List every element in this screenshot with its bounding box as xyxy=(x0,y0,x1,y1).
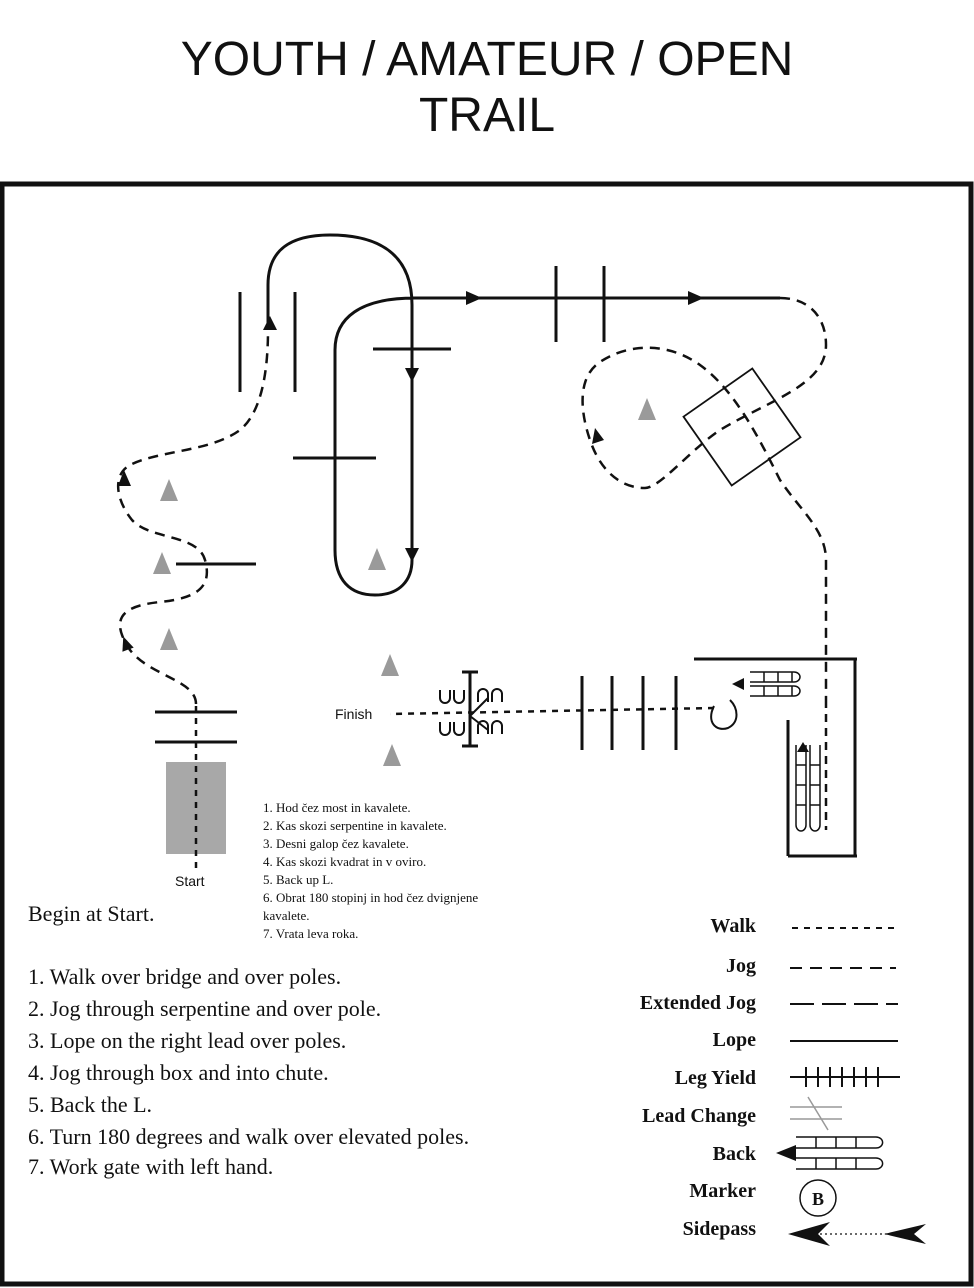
cone-icon xyxy=(160,628,178,650)
lead-change-symbol xyxy=(790,1096,842,1131)
slovene-step: 4. Kas skozi kvadrat in v oviro. xyxy=(263,854,426,869)
slovene-step: 3. Desni galop čez kavalete. xyxy=(263,836,409,851)
begin-text: Begin at Start. xyxy=(28,901,154,926)
title-line-1: YOUTH / AMATEUR / OPEN xyxy=(180,33,794,86)
arrow-icon xyxy=(122,636,134,652)
slovene-instructions: 1. Hod čez most in kavalete. 2. Kas skoz… xyxy=(263,800,478,941)
box-obstacle xyxy=(682,367,802,487)
title-line-2: TRAIL xyxy=(418,89,556,142)
legend-lope-label: Lope xyxy=(713,1029,756,1051)
slovene-step: kavalete. xyxy=(263,908,310,923)
marker-symbol xyxy=(799,1179,837,1217)
english-step: 1. Walk over bridge and over poles. xyxy=(28,964,341,989)
english-step: 4. Jog through box and into chute. xyxy=(28,1060,329,1085)
finish-label: Finish xyxy=(335,706,372,722)
legend: Walk Jog Extended Jog Lope Leg Yield Lea… xyxy=(640,915,757,1240)
arrow-icon xyxy=(263,316,277,330)
legend-leg-yield-label: Leg Yield xyxy=(675,1067,756,1089)
gate-obstacle xyxy=(439,670,503,748)
cone-icon xyxy=(638,398,656,420)
english-step: 7. Work gate with left hand. xyxy=(28,1154,273,1179)
english-instructions: 1. Walk over bridge and over poles. 2. J… xyxy=(28,964,469,1179)
start-label: Start xyxy=(175,873,205,889)
cone-icon xyxy=(153,552,171,574)
legend-extended-jog-label: Extended Jog xyxy=(640,992,756,1014)
arrow-icon xyxy=(466,291,482,305)
cone-icon xyxy=(381,654,399,676)
english-step: 2. Jog through serpentine and over pole. xyxy=(28,996,381,1021)
legend-sidepass-label: Sidepass xyxy=(683,1218,757,1240)
legend-symbols xyxy=(776,927,926,1246)
jog-path-serpentine xyxy=(116,329,270,705)
legend-walk-label: Walk xyxy=(710,915,756,937)
english-step: 5. Back the L. xyxy=(28,1092,152,1117)
course-border xyxy=(0,181,974,1287)
cone-icon xyxy=(368,548,386,570)
slovene-step: 1. Hod čez most in kavalete. xyxy=(263,800,411,815)
turn-180-icon xyxy=(710,699,738,730)
jog-path-box xyxy=(581,296,828,700)
marker-letter: B xyxy=(812,1189,824,1209)
legend-lead-change-label: Lead Change xyxy=(642,1105,756,1127)
arrow-icon xyxy=(405,548,419,562)
legend-jog-label: Jog xyxy=(726,955,756,977)
walk-path-finish xyxy=(389,706,715,716)
cone-markers xyxy=(153,398,656,766)
slovene-step: 6. Obrat 180 stopinj in hod čez dvignjen… xyxy=(263,890,478,905)
arrow-icon xyxy=(688,291,704,305)
arrow-icon xyxy=(592,428,604,444)
course-diagram: Finish Start 1. Hod čez most in kavalete… xyxy=(0,181,974,1287)
slovene-step: 2. Kas skozi serpentine in kavalete. xyxy=(263,818,447,833)
english-step: 3. Lope on the right lead over poles. xyxy=(28,1028,346,1053)
elevated-poles xyxy=(580,676,678,750)
slovene-step: 7. Vrata leva roka. xyxy=(263,926,358,941)
english-step: 6. Turn 180 degrees and walk over elevat… xyxy=(28,1124,469,1149)
cone-icon xyxy=(160,479,178,501)
arrow-icon xyxy=(405,368,419,382)
back-l-chute xyxy=(694,657,857,858)
slovene-step: 5. Back up L. xyxy=(263,872,333,887)
sidepass-symbol xyxy=(788,1222,926,1246)
legend-marker-label: Marker xyxy=(689,1180,756,1202)
back-symbol xyxy=(776,1136,884,1170)
lope-path xyxy=(266,233,780,597)
arrow-icon xyxy=(118,470,131,486)
cone-icon xyxy=(383,744,401,766)
leg-yield-symbol xyxy=(790,1067,900,1087)
legend-back-label: Back xyxy=(713,1143,757,1165)
